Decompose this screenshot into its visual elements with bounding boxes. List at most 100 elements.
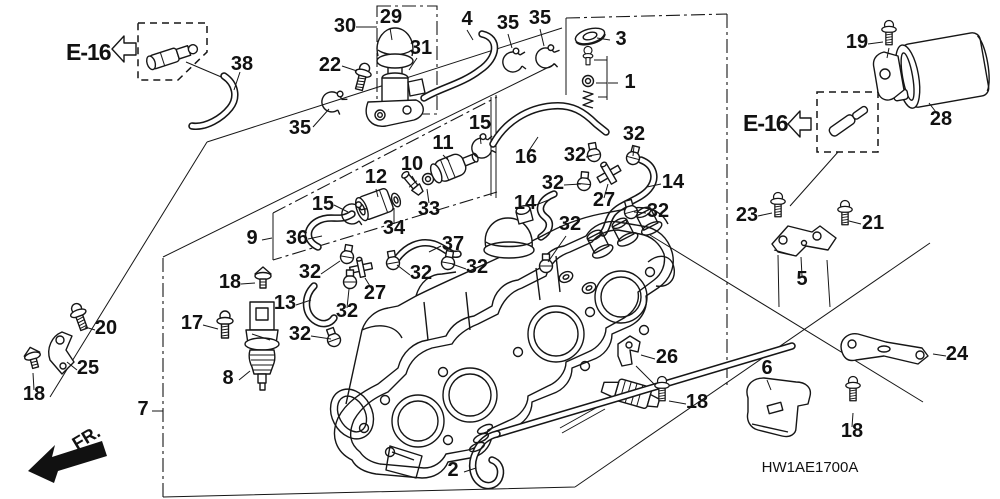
callout-3[interactable]: 3 xyxy=(615,28,626,50)
front-direction: FR. xyxy=(28,422,107,483)
fuel-line-cluster xyxy=(354,152,479,222)
callout-37[interactable]: 37 xyxy=(442,233,464,255)
callout-12[interactable]: 12 xyxy=(365,166,387,188)
callout-13[interactable]: 13 xyxy=(274,292,296,314)
plate-6 xyxy=(746,377,812,438)
callout-20[interactable]: 20 xyxy=(95,317,117,339)
callout-35[interactable]: 35 xyxy=(497,12,519,34)
callout-10[interactable]: 10 xyxy=(401,153,423,175)
canister-28 xyxy=(892,32,990,109)
e16-ref-left[interactable]: E-16 xyxy=(66,35,137,65)
callout-25[interactable]: 25 xyxy=(77,357,99,379)
fuel-injector xyxy=(146,44,199,71)
callout-6[interactable]: 6 xyxy=(761,357,772,379)
callout-1[interactable]: 1 xyxy=(624,71,635,93)
bolt-washer-spring-1 xyxy=(581,45,595,109)
callout-36[interactable]: 36 xyxy=(286,227,308,249)
diagram-code: HW1AE1700A xyxy=(762,459,859,476)
callout-15[interactable]: 15 xyxy=(469,112,491,134)
canister-bracket xyxy=(872,51,905,101)
callout-9[interactable]: 9 xyxy=(246,227,257,249)
dowel-pipe xyxy=(828,105,869,137)
callout-27[interactable]: 27 xyxy=(593,189,615,211)
callout-18[interactable]: 18 xyxy=(23,383,45,405)
bolt-19 xyxy=(881,19,897,46)
grommet-3 xyxy=(574,27,606,46)
callout-28[interactable]: 28 xyxy=(930,108,952,130)
e16-left-arrow-icon xyxy=(111,35,137,63)
callout-24[interactable]: 24 xyxy=(946,343,969,365)
callout-22[interactable]: 22 xyxy=(319,54,341,76)
callout-35[interactable]: 35 xyxy=(529,7,551,29)
callout-26[interactable]: 26 xyxy=(656,346,678,368)
callout-29[interactable]: 29 xyxy=(380,6,402,28)
callout-31[interactable]: 31 xyxy=(410,37,432,59)
callout-35[interactable]: 35 xyxy=(289,117,311,139)
callout-32[interactable]: 32 xyxy=(623,123,645,145)
leader-lines xyxy=(32,26,947,473)
callout-32[interactable]: 32 xyxy=(410,262,432,284)
callout-11[interactable]: 11 xyxy=(432,132,453,154)
callout-16[interactable]: 16 xyxy=(515,146,537,168)
gasket-bolt-holes xyxy=(358,266,656,458)
callout-18[interactable]: 18 xyxy=(219,271,241,293)
callout-5[interactable]: 5 xyxy=(796,268,807,290)
tjoint-27-upper xyxy=(596,161,622,185)
bracket-26 xyxy=(617,335,641,367)
callout-19[interactable]: 19 xyxy=(846,31,868,53)
filter-11 xyxy=(429,152,479,184)
callout-4[interactable]: 4 xyxy=(461,8,473,30)
callouts: 38 35 22 30 29 31 4 35 35 3 1 19 28 23 2… xyxy=(23,6,969,481)
callout-32[interactable]: 32 xyxy=(289,323,311,345)
e16-right-arrow-icon xyxy=(787,110,812,138)
valve-29-31 xyxy=(365,27,426,127)
callout-7[interactable]: 7 xyxy=(137,398,148,420)
callout-14[interactable]: 14 xyxy=(514,192,537,214)
fasteners xyxy=(21,19,897,402)
callout-34[interactable]: 34 xyxy=(383,217,406,239)
callout-18[interactable]: 18 xyxy=(841,420,863,442)
callout-32[interactable]: 32 xyxy=(647,200,669,222)
callout-30[interactable]: 30 xyxy=(334,15,356,37)
callout-32[interactable]: 32 xyxy=(336,300,358,322)
callout-38[interactable]: 38 xyxy=(231,53,253,75)
callout-32[interactable]: 32 xyxy=(559,213,581,235)
callout-32[interactable]: 32 xyxy=(466,256,488,278)
hose-38 xyxy=(188,72,239,130)
throttle-body-assembly xyxy=(329,205,675,479)
callout-8[interactable]: 8 xyxy=(222,367,233,389)
e16-right-box xyxy=(816,91,879,153)
callout-14[interactable]: 14 xyxy=(662,171,685,193)
frame-lines xyxy=(49,5,931,498)
egr-dome xyxy=(483,205,535,259)
bracket-5 xyxy=(771,225,837,257)
fr-arrow-icon xyxy=(28,441,107,483)
e16-left-label: E-16 xyxy=(66,39,111,65)
bolt-23 xyxy=(770,191,786,218)
callout-23[interactable]: 23 xyxy=(736,204,758,226)
bolt-18d xyxy=(845,375,861,402)
e16-right-label: E-16 xyxy=(743,110,788,136)
injector-stack xyxy=(611,217,639,247)
callout-32[interactable]: 32 xyxy=(542,172,564,194)
washer-34 xyxy=(390,192,402,208)
callout-18[interactable]: 18 xyxy=(686,391,708,413)
callout-27[interactable]: 27 xyxy=(364,282,386,304)
callout-17[interactable]: 17 xyxy=(181,312,203,334)
e16-left-box xyxy=(137,22,227,81)
valve-10 xyxy=(401,170,424,196)
callout-33[interactable]: 33 xyxy=(418,198,440,220)
injector-stack xyxy=(586,229,614,259)
e16-ref-right[interactable]: E-16 xyxy=(743,110,812,138)
bolt-17 xyxy=(216,310,234,339)
pin-18b xyxy=(254,266,272,289)
callout-2[interactable]: 2 xyxy=(447,459,458,481)
callout-32[interactable]: 32 xyxy=(564,144,586,166)
bracket-24 xyxy=(840,333,929,365)
callout-15[interactable]: 15 xyxy=(312,193,334,215)
pin-18a xyxy=(21,344,45,371)
callout-21[interactable]: 21 xyxy=(862,212,884,234)
callout-32[interactable]: 32 xyxy=(299,261,321,283)
